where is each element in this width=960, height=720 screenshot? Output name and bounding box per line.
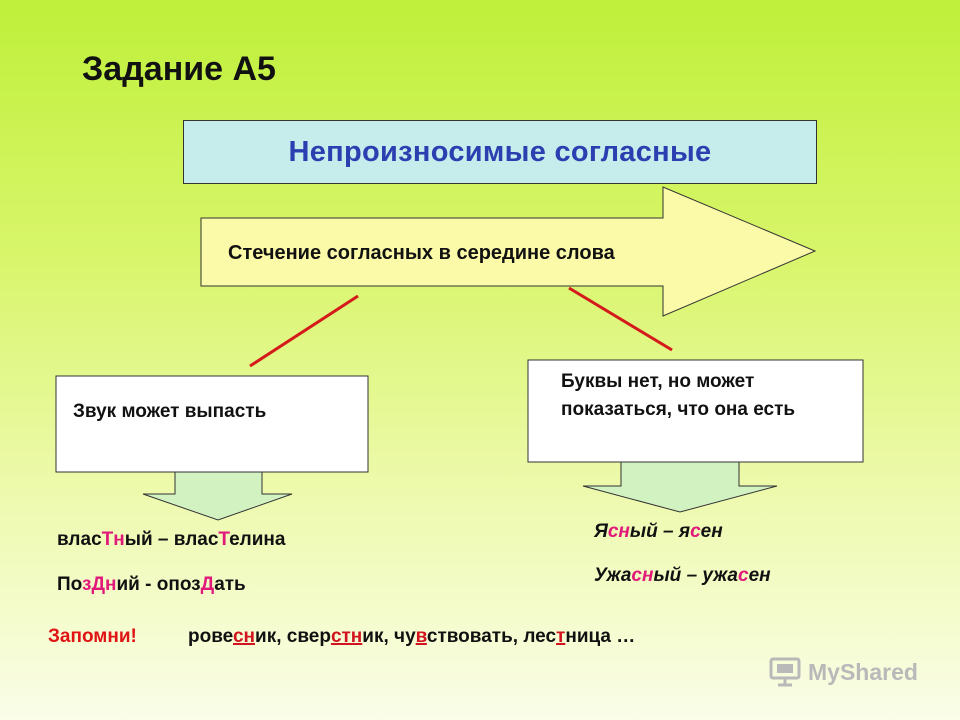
myshared-logo: MyShared	[768, 657, 918, 687]
right-box	[527, 359, 864, 463]
left-down-arrow	[142, 471, 293, 521]
example-uzhasny: Ужасный – ужасен	[594, 565, 771, 586]
left-box	[55, 375, 369, 473]
connector-line-right	[568, 286, 673, 352]
presentation-screen-icon	[769, 657, 801, 687]
right-down-arrow	[582, 461, 778, 513]
remember-words: ровесник, сверстник, чувствовать, лестни…	[188, 626, 636, 647]
slide-title: Задание А5	[82, 50, 276, 88]
example-vlastny: власТный – власТелина	[57, 529, 286, 550]
connector-line-left	[249, 294, 359, 368]
example-pozdny: ПозДний - опозДать	[57, 574, 246, 595]
topic-label: Непроизносимые согласные	[288, 135, 712, 168]
arrow-label: Стечение согласных в середине слова	[228, 242, 615, 264]
remember-label: Запомни!	[48, 626, 137, 647]
left-box-label: Звук может выпасть	[73, 401, 267, 422]
logo-text: MyShared	[808, 658, 918, 685]
example-yasny: Ясный – ясен	[594, 521, 723, 542]
right-box-label: Буквы нет, но может показаться, что она …	[561, 371, 796, 420]
right-arrow-shape	[200, 186, 817, 317]
topic-box: Непроизносимые согласные	[183, 120, 817, 184]
